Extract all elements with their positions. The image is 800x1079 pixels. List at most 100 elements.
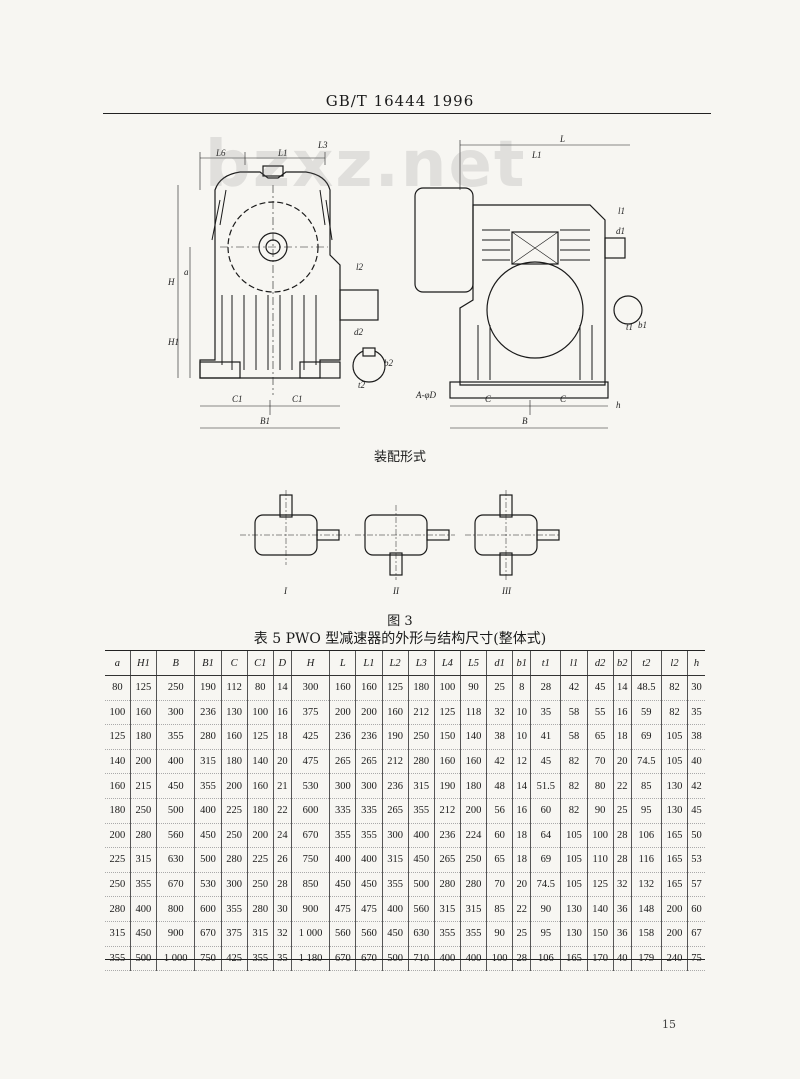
table-cell: 150 — [433, 724, 461, 750]
table-cell: 670 — [194, 921, 222, 947]
column-header: L3 — [407, 651, 435, 676]
table-cell: 400 — [155, 749, 195, 775]
table-cell: 300 — [220, 872, 248, 898]
table-cell: 125 — [246, 724, 274, 750]
table-cell: 80 — [586, 773, 614, 799]
table-cell: 250 — [407, 724, 435, 750]
table-cell: 355 — [105, 946, 131, 972]
table-cell: 630 — [155, 847, 195, 873]
table-cell: 60 — [486, 823, 513, 849]
table-cell: 475 — [290, 749, 330, 775]
table-cell: 475 — [355, 896, 383, 922]
table-cell: 58 — [560, 700, 588, 726]
assembly-caption: 装配形式 — [373, 450, 426, 465]
table-cell: 265 — [433, 847, 461, 873]
table-cell: 225 — [220, 798, 248, 824]
table-cell: 130 — [660, 773, 688, 799]
table-cell: 179 — [630, 946, 662, 972]
dim-label: t1 — [626, 322, 633, 332]
table-cell: 250 — [129, 798, 157, 824]
table-cell: 18 — [512, 847, 531, 873]
table-cell: 12 — [512, 749, 531, 775]
table-cell: 315 — [433, 896, 461, 922]
column-header: B — [155, 651, 195, 676]
table-cell: 1 000 — [155, 946, 195, 972]
table-cell: 42 — [486, 749, 513, 775]
table-cell: 200 — [246, 823, 274, 849]
table-cell: 280 — [105, 896, 131, 922]
table-cell: 24 — [272, 823, 292, 849]
table-cell: 32 — [272, 921, 292, 947]
table-cell: 900 — [155, 921, 195, 947]
table-cell: 560 — [155, 823, 195, 849]
table-cell: 215 — [129, 773, 157, 799]
column-header: B1 — [194, 651, 222, 676]
table-cell: 165 — [660, 872, 688, 898]
table-cell: 425 — [290, 724, 330, 750]
table-cell: 125 — [586, 872, 614, 898]
table-cell: 90 — [530, 896, 561, 922]
table-cell: 158 — [630, 921, 662, 947]
table-cell: 165 — [660, 823, 688, 849]
table-cell: 355 — [459, 921, 487, 947]
table-cell: 355 — [433, 921, 461, 947]
dim-label: C1 — [292, 394, 303, 404]
table-cell: 500 — [194, 847, 222, 873]
table-cell: 300 — [290, 675, 330, 701]
table-cell: 160 — [329, 675, 356, 701]
table-cell: 315 — [194, 749, 222, 775]
table-cell: 45 — [687, 798, 705, 824]
table-cell: 500 — [381, 946, 409, 972]
table-cell: 25 — [512, 921, 531, 947]
page-number: 15 — [662, 1018, 676, 1031]
dim-label: B — [522, 416, 528, 426]
table-cell: 165 — [560, 946, 588, 972]
table-cell: 750 — [194, 946, 222, 972]
column-header: L2 — [381, 651, 409, 676]
table-cell: 250 — [459, 847, 487, 873]
table-cell: 240 — [660, 946, 688, 972]
table-cell: 74.5 — [630, 749, 662, 775]
table-cell: 200 — [355, 700, 383, 726]
figure-caption: 图 3 — [387, 614, 413, 629]
table-cell: 60 — [530, 798, 561, 824]
table-cell: 30 — [272, 896, 292, 922]
table-cell: 265 — [355, 749, 383, 775]
table-cell: 82 — [560, 749, 588, 775]
dim-label: C1 — [232, 394, 243, 404]
table-cell: 32 — [612, 872, 632, 898]
dim-label: C — [560, 394, 567, 404]
inspection-cover — [511, 231, 559, 265]
table-cell: 45 — [530, 749, 561, 775]
table-cell: 150 — [586, 921, 614, 947]
table-cell: 160 — [459, 749, 487, 775]
table-cell: 21 — [272, 773, 292, 799]
table-cell: 45 — [586, 675, 614, 701]
dim-label: d2 — [354, 327, 364, 337]
dim-label: L1 — [277, 148, 288, 158]
table-cell: 250 — [246, 872, 274, 898]
table-cell: 130 — [220, 700, 248, 726]
table-cell: 82 — [660, 700, 688, 726]
table-cell: 200 — [660, 896, 688, 922]
table-cell: 280 — [433, 872, 461, 898]
table-cell: 106 — [630, 823, 662, 849]
table-cell: 200 — [329, 700, 356, 726]
standard-header: GB/T 16444 1996 — [325, 92, 475, 110]
table-cell: 22 — [512, 896, 531, 922]
table-cell: 600 — [290, 798, 330, 824]
table-cell: 560 — [407, 896, 435, 922]
table-cell: 130 — [660, 798, 688, 824]
table-cell: 355 — [355, 823, 383, 849]
table-cell: 280 — [459, 872, 487, 898]
table-cell: 212 — [381, 749, 409, 775]
table-cell: 38 — [486, 724, 513, 750]
table-cell: 38 — [687, 724, 705, 750]
dim-label: d1 — [616, 226, 625, 236]
table-cell: 160 — [433, 749, 461, 775]
table-cell: 355 — [155, 724, 195, 750]
column-header: C1 — [246, 651, 274, 676]
table-cell: 280 — [246, 896, 274, 922]
